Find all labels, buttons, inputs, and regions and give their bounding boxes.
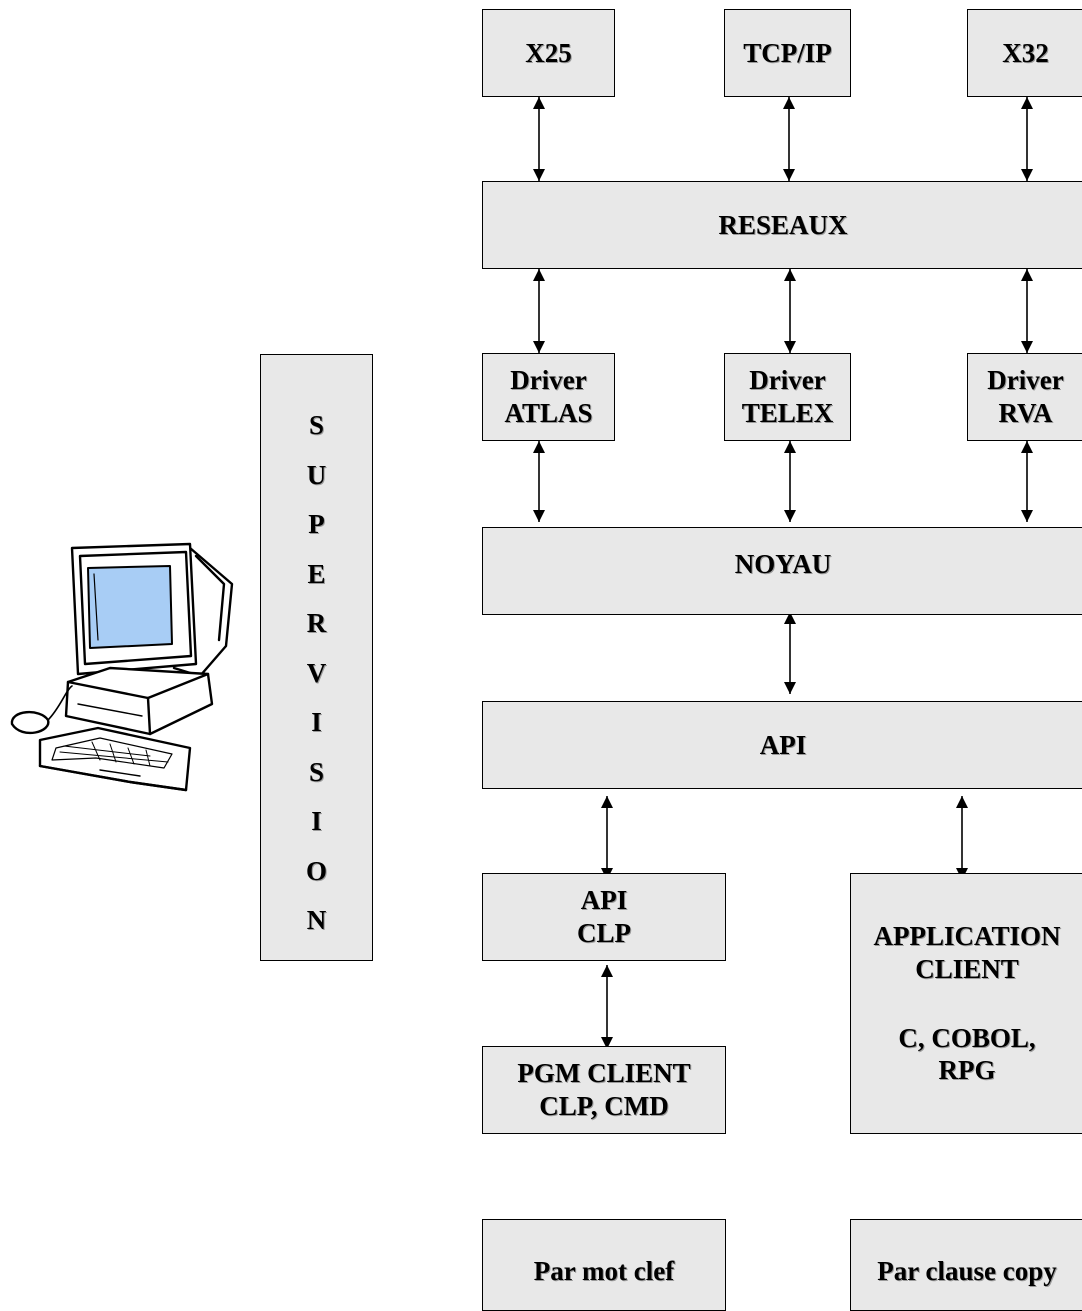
supervision-letter: N [306, 905, 327, 935]
api-label: API [759, 729, 807, 760]
application-client-line3: C, COBOL, [898, 1022, 1036, 1053]
par-mot-clef-box: Par mot clef [482, 1219, 726, 1311]
supervision-letter: S [308, 410, 325, 440]
x32-box: X32 [967, 9, 1082, 97]
api-clp-line2: CLP [577, 918, 631, 948]
driver-telex-line2: TELEX [741, 398, 834, 428]
supervision-box: S U P E R V I S I O N [260, 354, 373, 961]
supervision-letter: S [308, 756, 325, 787]
api-clp-box: API CLP [482, 873, 726, 961]
supervision-letter: P [308, 509, 325, 539]
api-box: API [482, 701, 1082, 789]
driver-rva-line2: RVA [998, 398, 1053, 428]
tcpip-label: TCP/IP [743, 37, 832, 68]
driver-rva-box: Driver RVA [967, 353, 1082, 441]
supervision-letter: R [306, 608, 327, 638]
supervision-letter: V [306, 657, 327, 688]
application-client-line4: RPG [938, 1055, 996, 1086]
driver-rva-line1: Driver [987, 365, 1064, 396]
x25-box: X25 [482, 9, 615, 97]
noyau-label: NOYAU [734, 548, 832, 579]
reseaux-box: RESEAUX [482, 181, 1082, 269]
x32-label: X32 [1002, 37, 1049, 68]
driver-telex-box: Driver TELEX [724, 353, 851, 441]
x25-label: X25 [525, 37, 572, 68]
noyau-box: NOYAU [482, 527, 1082, 615]
supervision-letter: I [311, 806, 322, 836]
reseaux-label: RESEAUX [718, 209, 848, 240]
application-client-line2: CLIENT [915, 953, 1019, 984]
driver-atlas-line1: Driver [510, 365, 587, 396]
pgm-client-line1: PGM CLIENT [517, 1058, 691, 1089]
pgm-client-box: PGM CLIENT CLP, CMD [482, 1046, 726, 1134]
driver-telex-line1: Driver [749, 365, 826, 396]
par-clause-copy-label: Par clause copy [877, 1255, 1057, 1286]
application-client-box: APPLICATION CLIENT C, COBOL, RPG [850, 873, 1082, 1134]
supervision-letter: U [306, 459, 327, 490]
par-mot-clef-label: Par mot clef [533, 1255, 675, 1286]
pgm-client-line2: CLP, CMD [539, 1091, 669, 1121]
api-clp-line1: API [580, 885, 628, 916]
driver-atlas-line2: ATLAS [504, 398, 593, 428]
driver-atlas-box: Driver ATLAS [482, 353, 615, 441]
application-client-line1: APPLICATION [873, 920, 1061, 951]
supervision-letter: I [311, 707, 322, 737]
supervision-letter: E [307, 558, 326, 589]
tcpip-box: TCP/IP [724, 9, 851, 97]
supervision-letter: O [305, 855, 327, 886]
